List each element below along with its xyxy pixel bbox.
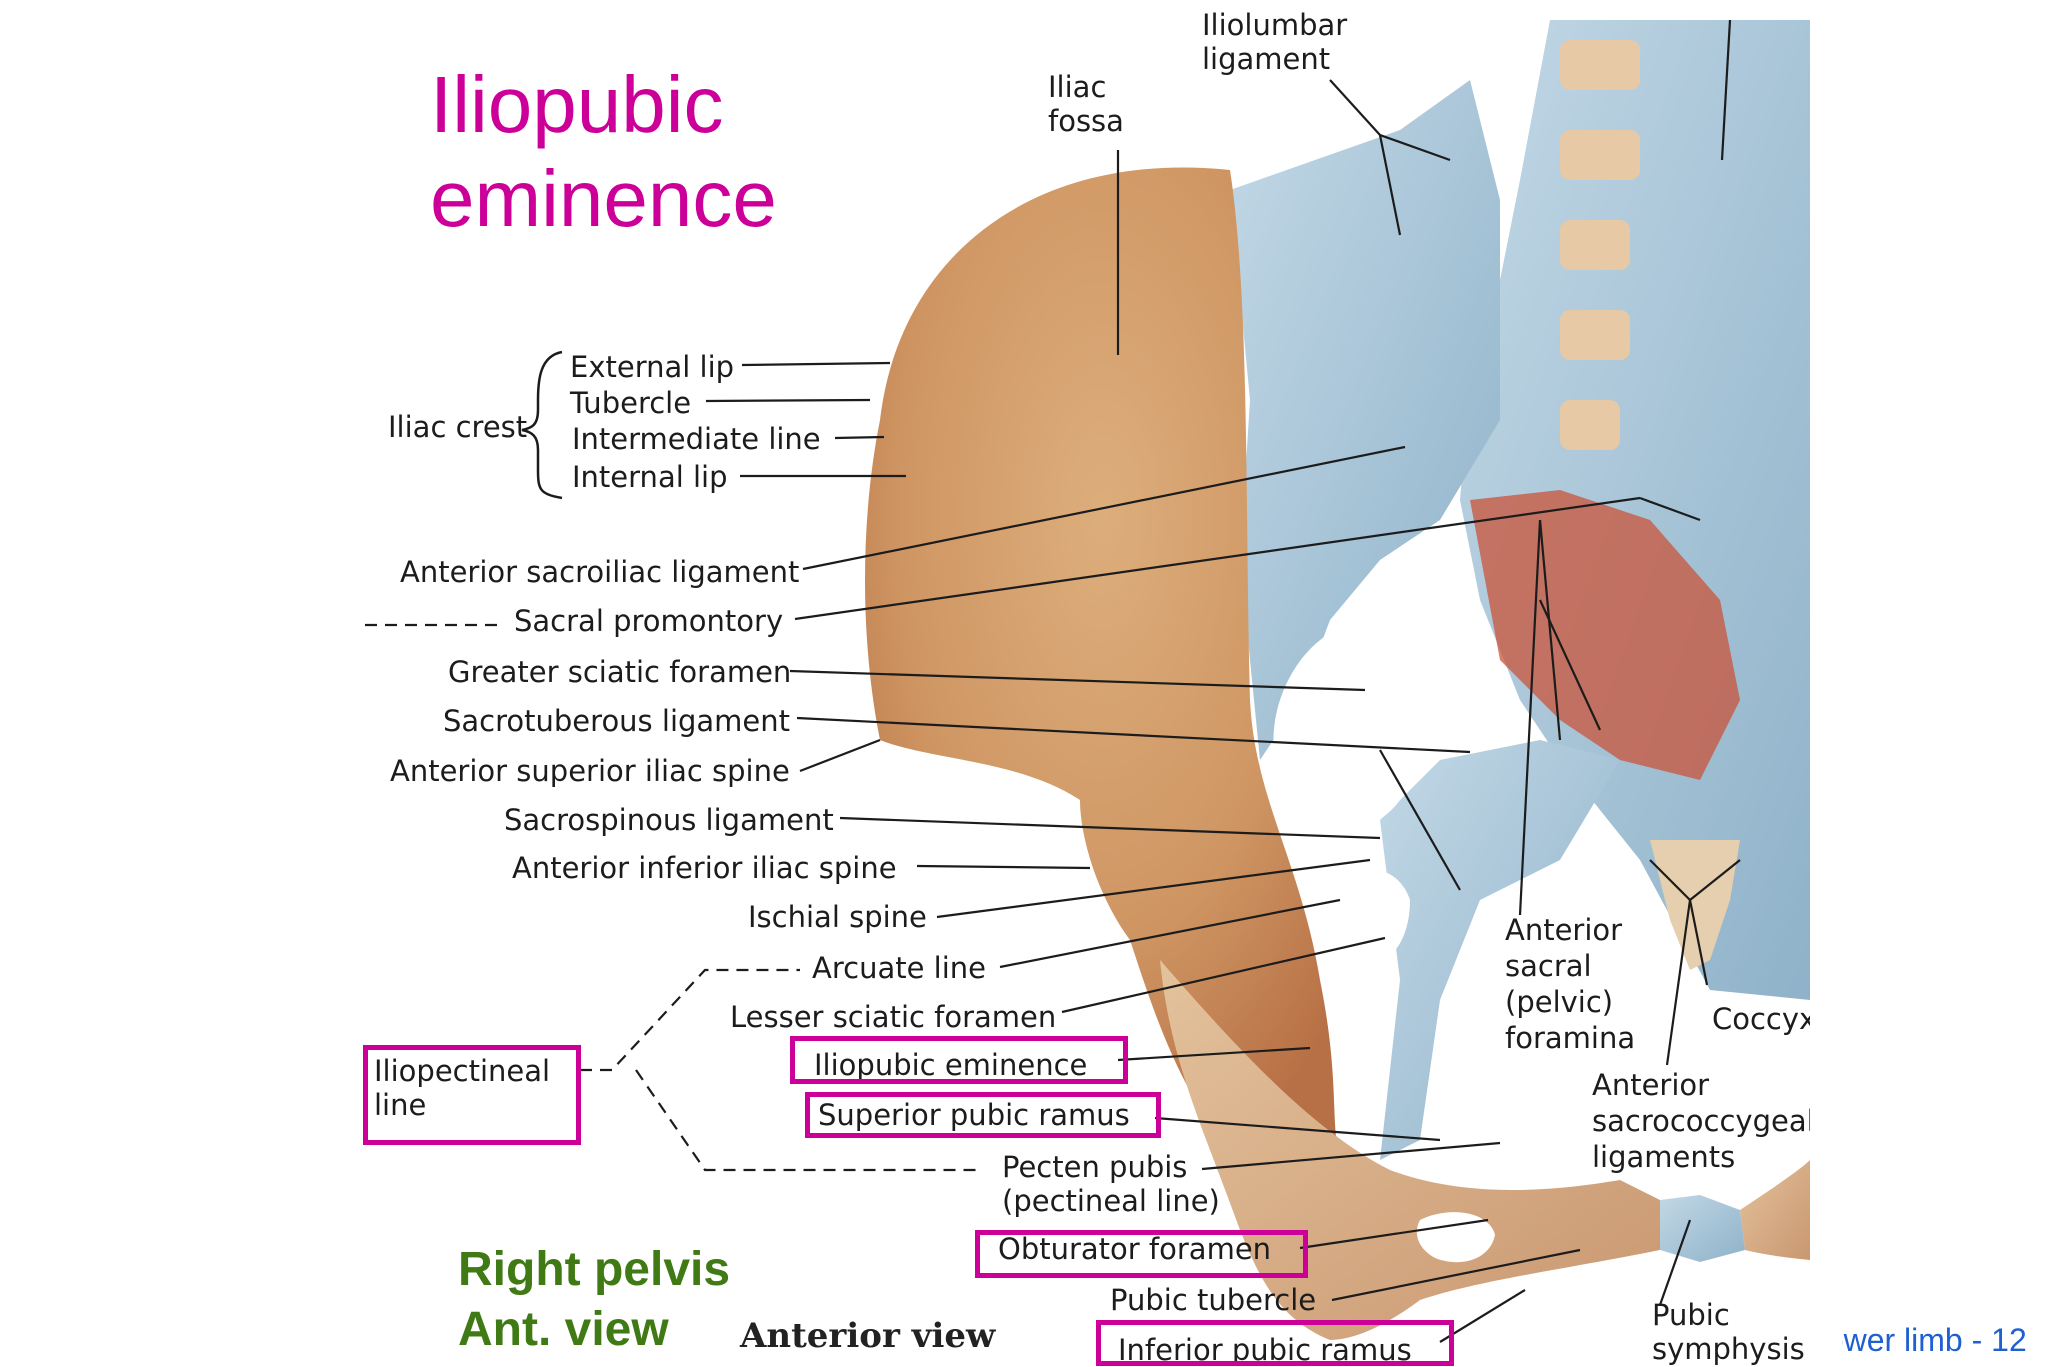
label-external-lip: External lip	[570, 350, 735, 384]
iliac-crest-brace	[521, 350, 563, 500]
highlight-inferior-pubic-ramus	[1096, 1320, 1454, 1366]
label-anterior-inferior-iliac-spine: Anterior inferior iliac spine	[512, 851, 897, 885]
label-coccyx: Coccyx	[1712, 1002, 1810, 1036]
label-anterior-sacroiliac-ligament: Anterior sacroiliac ligament	[400, 555, 800, 589]
title-line-2: eminence	[430, 154, 777, 243]
coccyx-bone	[1650, 840, 1740, 970]
footer-overlap	[1808, 1322, 1842, 1362]
label-iliopectineal-line: Iliopectineal line	[374, 1054, 551, 1122]
label-superior-pubic-ramus: Superior pubic ramus	[818, 1098, 1130, 1132]
opposite-pubis	[1740, 1160, 1810, 1260]
label-anterior-sacral-foramina: Anterior sacral (pelvic) foramina	[1505, 913, 1636, 1055]
caption-line-1: Right pelvis	[458, 1243, 731, 1296]
label-pecten-pubis: Pecten pubis (pectineal line)	[1002, 1150, 1220, 1218]
label-sacrospinous-ligament: Sacrospinous ligament	[504, 803, 834, 837]
label-ischial-spine: Ischial spine	[748, 900, 927, 934]
greater-sciatic-foramen-hole	[1273, 618, 1430, 830]
vertebral-discs	[1560, 40, 1640, 450]
label-internal-lip: Internal lip	[572, 460, 728, 494]
leader-lines	[365, 19, 1741, 1343]
label-pubic-symphysis: Pubic symphysis	[1652, 1298, 1805, 1366]
caption-line-2: Ant. view	[458, 1303, 669, 1356]
label-pubic-tubercle: Pubic tubercle	[1110, 1283, 1317, 1317]
label-arcuate-line: Arcuate line	[812, 951, 986, 985]
title-line-1: Iliopubic	[430, 60, 724, 149]
label-sacral-promontory: Sacral promontory	[514, 604, 784, 638]
sacrum	[1460, 20, 1810, 1000]
ligament-fan	[1230, 80, 1500, 760]
label-tubercle: Tubercle	[570, 386, 692, 420]
highlight-iliopubic-eminence	[790, 1036, 1128, 1084]
label-lesser-sciatic-foramen: Lesser sciatic foramen	[730, 1000, 1057, 1034]
label-obturator-foramen: Obturator foramen	[998, 1232, 1272, 1266]
label-intermediate-line: Intermediate line	[572, 422, 821, 456]
label-iliopubic-eminence: Iliopubic eminence	[814, 1048, 1088, 1082]
obturator-foramen-hole	[1416, 1212, 1495, 1263]
ilium	[865, 167, 1340, 1160]
caption: Right pelvis Ant. view	[458, 1240, 730, 1360]
label-iliac-fossa: Iliac fossa	[1048, 70, 1124, 138]
sacrotuberous-ligament	[1380, 740, 1620, 1160]
label-iliolumbar-ligament: Iliolumbar ligament	[1202, 8, 1348, 76]
label-anterior-sacrococcygeal-ligaments: Anterior sacrococcygeal ligaments	[1592, 1068, 1810, 1174]
label-greater-sciatic-foramen: Greater sciatic foramen	[448, 655, 792, 689]
slide-footer: Lower limb - 12	[1808, 1322, 2027, 1358]
highlight-superior-pubic-ramus	[805, 1092, 1161, 1138]
highlight-iliopectineal-line	[363, 1045, 581, 1145]
lesser-sciatic-foramen-hole	[1340, 869, 1410, 962]
view-label: Anterior view	[740, 1316, 996, 1356]
label-iliac-crest: Iliac crest	[388, 410, 528, 444]
label-sacrotuberous-ligament: Sacrotuberous ligament	[443, 704, 791, 738]
label-anterior-superior-iliac-spine: Anterior superior iliac spine	[390, 754, 790, 788]
slide-title: Iliopubic eminence	[430, 58, 777, 246]
pubic-symphysis	[1660, 1195, 1745, 1262]
highlight-obturator-foramen	[975, 1230, 1308, 1278]
pubis	[1160, 960, 1660, 1340]
